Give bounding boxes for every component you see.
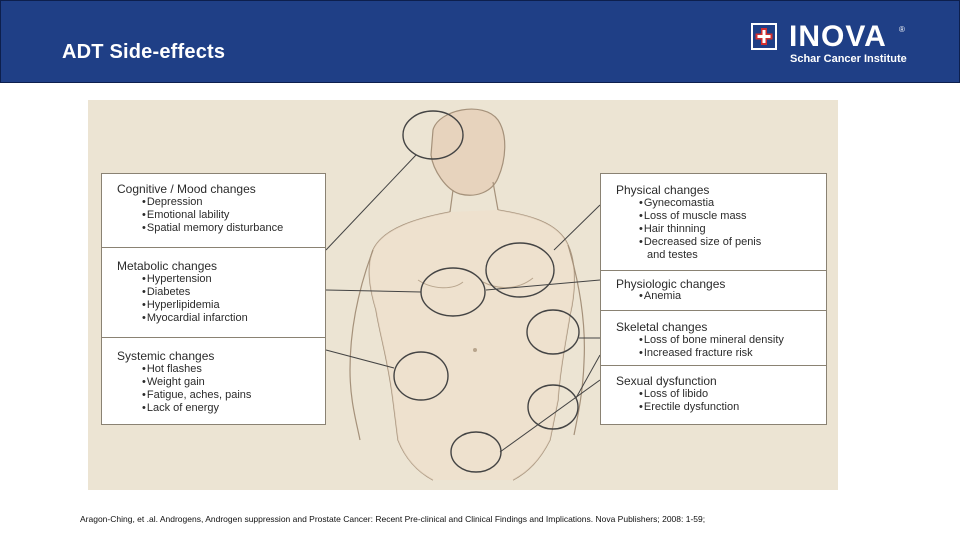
- group-title: Skeletal changes: [616, 320, 708, 334]
- list-item: Weight gain: [142, 376, 205, 388]
- group-physical: Physical changes Gynecomastia Loss of mu…: [601, 174, 826, 270]
- list-item: Hyperlipidemia: [142, 299, 220, 311]
- body-outline-drawing: [325, 108, 601, 481]
- group-title: Cognitive / Mood changes: [117, 182, 256, 196]
- list-item: Lack of energy: [142, 402, 219, 414]
- body-illustration: Cognitive / Mood changes Depression Emot…: [88, 100, 838, 490]
- list-item: Loss of muscle mass: [639, 210, 747, 222]
- inova-logo-icon: [751, 23, 777, 50]
- group-title: Sexual dysfunction: [616, 374, 717, 388]
- list-item: Loss of libido: [639, 388, 708, 400]
- list-item: Emotional lability: [142, 209, 230, 221]
- list-item: Spatial memory disturbance: [142, 222, 283, 234]
- list-item: Hair thinning: [639, 223, 706, 235]
- list-item: Hypertension: [142, 273, 212, 285]
- group-cognitive-mood: Cognitive / Mood changes Depression Emot…: [102, 174, 325, 247]
- group-title: Metabolic changes: [117, 259, 218, 273]
- list-item: Hot flashes: [142, 363, 202, 375]
- list-item: Myocardial infarction: [142, 312, 248, 324]
- group-metabolic: Metabolic changes Hypertension Diabetes …: [102, 247, 325, 338]
- list-item: Diabetes: [142, 286, 190, 298]
- list-item: Depression: [142, 196, 203, 208]
- list-item: Erectile dysfunction: [639, 401, 739, 413]
- slide-title: ADT Side-effects: [62, 41, 226, 63]
- list-item: Gynecomastia: [639, 197, 714, 209]
- list-item: Fatigue, aches, pains: [142, 389, 252, 401]
- group-title: Physical changes: [616, 183, 710, 197]
- list-item: Loss of bone mineral density: [639, 334, 784, 346]
- group-sexual-dysfunction: Sexual dysfunction Loss of libido Erecti…: [601, 365, 826, 427]
- list-item: Increased fracture risk: [639, 347, 753, 359]
- group-physiologic: Physiologic changes Anemia: [601, 270, 826, 311]
- logo-registered-mark: ®: [899, 25, 905, 34]
- header-bar: ADT Side-effects INOVA ® Schar Cancer In…: [0, 0, 960, 83]
- citation-caption: Aragon-Ching, et .al. Androgens, Androge…: [80, 514, 706, 524]
- list-item-continuation: and testes: [647, 249, 698, 261]
- logo-wordmark: INOVA: [789, 20, 887, 53]
- group-title: Systemic changes: [117, 349, 215, 363]
- group-title: Physiologic changes: [616, 277, 726, 291]
- list-item: Decreased size of penis: [639, 236, 761, 248]
- right-side-effects-panel: Physical changes Gynecomastia Loss of mu…: [600, 173, 827, 425]
- left-side-effects-panel: Cognitive / Mood changes Depression Emot…: [101, 173, 326, 425]
- logo-subtitle: Schar Cancer Institute: [790, 53, 907, 65]
- list-item: Anemia: [639, 290, 681, 302]
- group-skeletal: Skeletal changes Loss of bone mineral de…: [601, 310, 826, 366]
- group-systemic: Systemic changes Hot flashes Weight gain…: [102, 337, 325, 427]
